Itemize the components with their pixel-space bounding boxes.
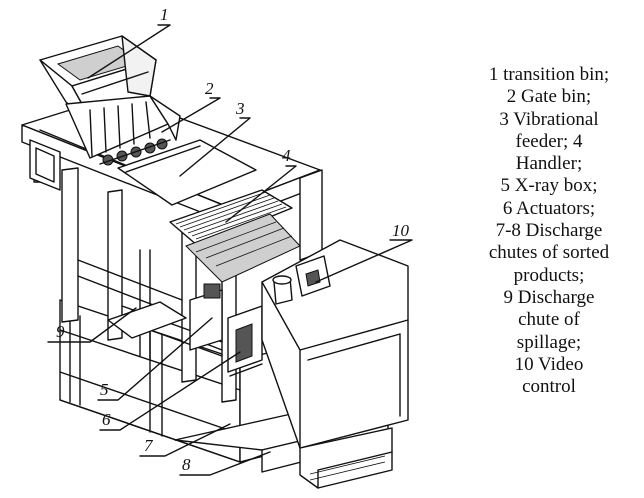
legend-line: 6 Actuators; <box>502 197 596 219</box>
legend-text: 1 transition bin; 2 Gate bin; 3 Vibratio… <box>456 64 642 398</box>
vibrational-feeder-3 <box>117 139 257 206</box>
callout-6: 6 <box>102 410 111 429</box>
legend-line: products; <box>513 264 585 286</box>
callout-2: 2 <box>205 79 214 98</box>
machine-drawing: 1 2 3 4 10 9 5 6 7 8 <box>21 5 413 489</box>
legend-line: 2 Gate bin; <box>506 86 592 108</box>
callout-10: 10 <box>392 221 410 240</box>
legend-line: 7-8 Discharge <box>495 220 603 242</box>
legend-line: control <box>522 376 576 398</box>
callout-labels: 1 2 3 4 10 9 5 6 7 8 <box>56 5 410 474</box>
legend-line: feeder; 4 <box>515 130 583 152</box>
legend-line: Handler; <box>515 153 583 175</box>
callout-9: 9 <box>56 322 65 341</box>
actuators-6 <box>227 305 263 377</box>
control-cabinet <box>261 239 409 449</box>
gate-actuators <box>99 138 171 166</box>
callout-1: 1 <box>160 5 169 24</box>
gate-bin-2 <box>65 95 181 166</box>
leader-lines <box>47 24 413 476</box>
callout-3: 3 <box>235 99 245 118</box>
callout-5: 5 <box>100 380 109 399</box>
callout-8: 8 <box>182 455 191 474</box>
callout-7: 7 <box>144 436 154 455</box>
legend-line: chute of <box>518 309 580 331</box>
x-ray-box-5 <box>189 283 223 351</box>
legend-line: 10 Video <box>514 353 584 375</box>
legend-line: 9 Discharge <box>503 286 595 308</box>
legend-line: 5 X-ray box; <box>500 175 598 197</box>
legend-line: 3 Vibrational <box>499 108 599 130</box>
legend-line: spillage; <box>516 331 582 353</box>
legend-line: chutes of sorted <box>488 242 610 264</box>
legend-line: 1 transition bin; <box>488 64 610 85</box>
spillage-chute-9 <box>107 301 187 339</box>
callout-4: 4 <box>282 146 291 165</box>
